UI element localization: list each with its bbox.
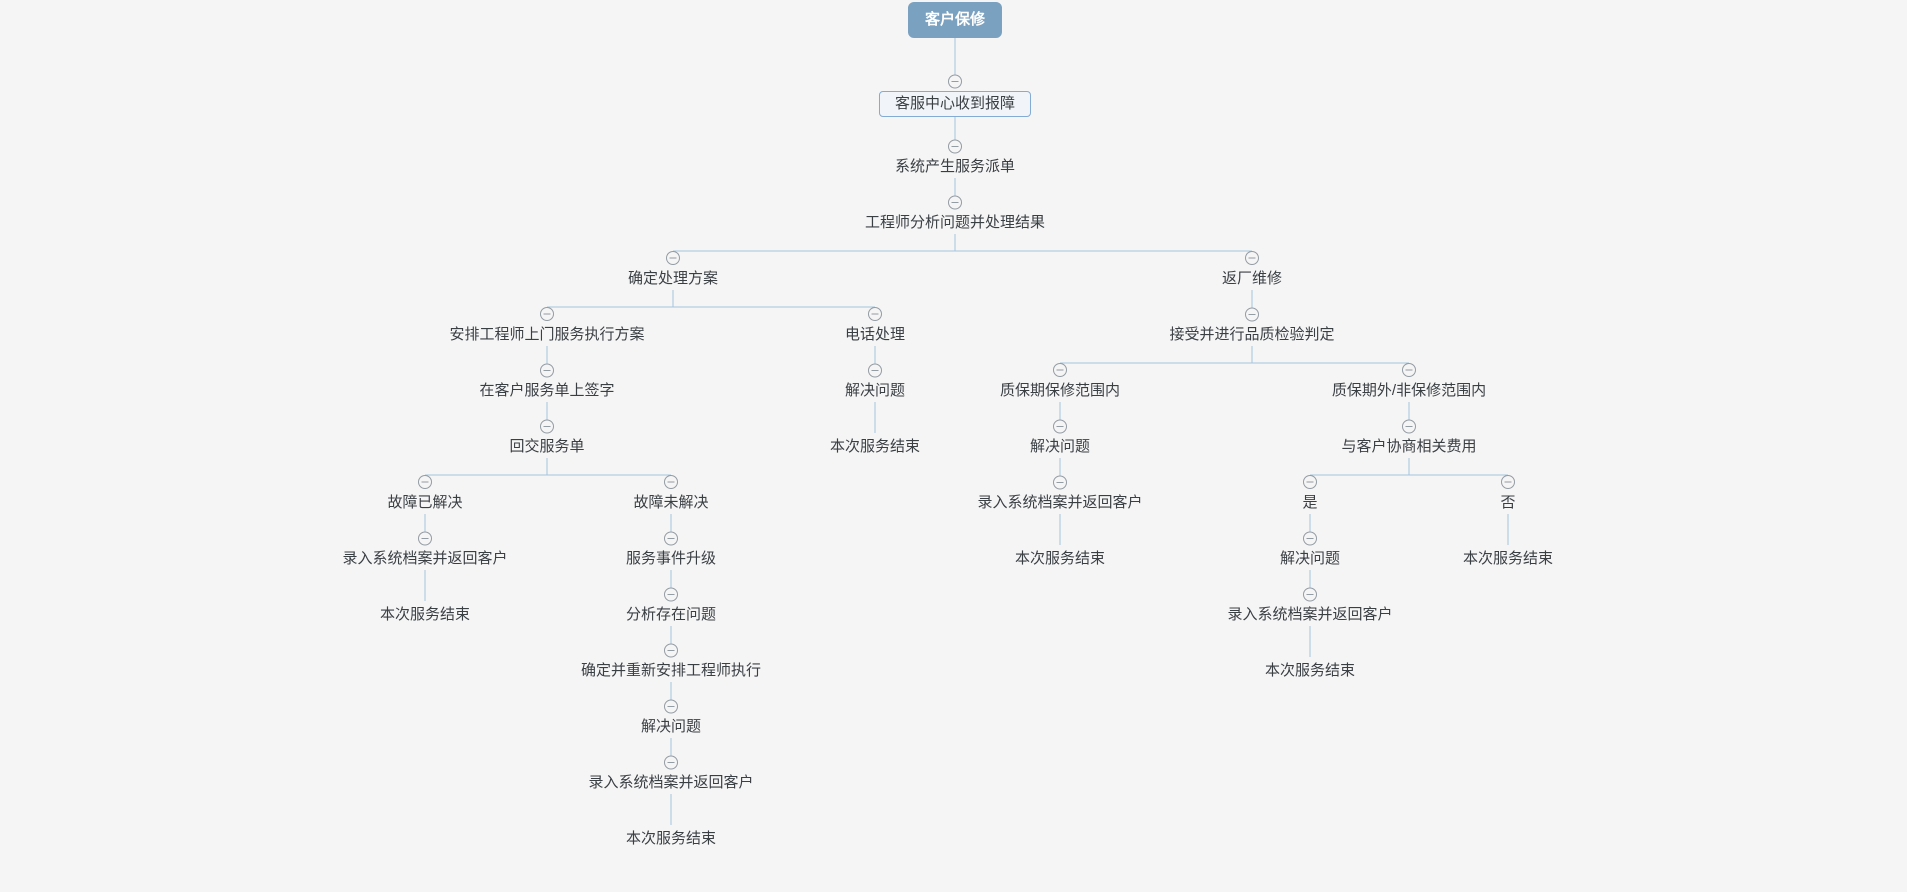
- node-answer-no[interactable]: 否: [1500, 494, 1516, 511]
- node-resolve-issue-1[interactable]: 解决问题: [844, 382, 906, 399]
- node-sign-service-form[interactable]: 在客户服务单上签字: [479, 382, 615, 399]
- collapse-icon[interactable]: [540, 363, 554, 378]
- collapse-icon[interactable]: [540, 419, 554, 434]
- node-determine-solution[interactable]: 确定处理方案: [627, 270, 719, 287]
- collapse-icon[interactable]: [418, 531, 432, 546]
- collapse-icon[interactable]: [1053, 419, 1067, 434]
- node-onsite-engineer-service[interactable]: 安排工程师上门服务执行方案: [449, 326, 645, 343]
- node-system-generates-dispatch-order[interactable]: 系统产生服务派单: [894, 158, 1016, 175]
- node-archive-and-return-3[interactable]: 录入系统档案并返回客户: [977, 494, 1143, 511]
- collapse-icon[interactable]: [418, 475, 432, 489]
- node-service-end-3[interactable]: 本次服务结束: [829, 438, 921, 455]
- collapse-icon[interactable]: [664, 475, 678, 489]
- node-analyze-existing-issues[interactable]: 分析存在问题: [625, 606, 717, 623]
- node-service-escalation[interactable]: 服务事件升级: [625, 550, 717, 567]
- node-service-end-2[interactable]: 本次服务结束: [625, 830, 717, 847]
- collapse-icon[interactable]: [1245, 251, 1259, 265]
- collapse-icon[interactable]: [1303, 587, 1317, 602]
- node-return-service-form[interactable]: 回交服务单: [509, 438, 585, 455]
- node-service-end-1[interactable]: 本次服务结束: [379, 606, 471, 623]
- node-archive-and-return-2[interactable]: 录入系统档案并返回客户: [588, 774, 754, 791]
- collapse-icon[interactable]: [868, 307, 882, 321]
- collapse-icon[interactable]: [664, 531, 678, 546]
- collapse-icon[interactable]: [1402, 363, 1416, 377]
- node-in-warranty[interactable]: 质保期保修范围内: [999, 382, 1121, 399]
- node-resolve-issue-2[interactable]: 解决问题: [640, 718, 702, 735]
- collapse-icon[interactable]: [948, 74, 962, 89]
- node-factory-repair[interactable]: 返厂维修: [1221, 270, 1283, 287]
- collapse-icon[interactable]: [1501, 475, 1515, 489]
- node-engineer-analyzes-issue[interactable]: 工程师分析问题并处理结果: [864, 214, 1046, 231]
- collapse-icon[interactable]: [664, 699, 678, 714]
- collapse-icon[interactable]: [666, 251, 680, 265]
- collapse-icon[interactable]: [948, 139, 962, 154]
- node-service-end-6[interactable]: 本次服务结束: [1462, 550, 1554, 567]
- node-resolve-issue-4[interactable]: 解决问题: [1279, 550, 1341, 567]
- node-negotiate-fees[interactable]: 与客户协商相关费用: [1341, 438, 1477, 455]
- node-service-end-5[interactable]: 本次服务结束: [1264, 662, 1356, 679]
- collapse-icon[interactable]: [1245, 307, 1259, 322]
- node-fault-unresolved[interactable]: 故障未解决: [633, 494, 709, 511]
- node-answer-yes[interactable]: 是: [1302, 494, 1318, 511]
- collapse-icon[interactable]: [664, 643, 678, 658]
- collapse-icon[interactable]: [1053, 475, 1067, 490]
- node-archive-and-return-4[interactable]: 录入系统档案并返回客户: [1227, 606, 1393, 623]
- collapse-icon[interactable]: [1303, 531, 1317, 546]
- node-customer-warranty[interactable]: 客户保修: [907, 2, 1003, 38]
- collapse-icon[interactable]: [1303, 475, 1317, 489]
- collapse-icon[interactable]: [540, 307, 554, 321]
- node-phone-handling[interactable]: 电话处理: [844, 326, 906, 343]
- node-service-end-4[interactable]: 本次服务结束: [1014, 550, 1106, 567]
- collapse-icon[interactable]: [948, 195, 962, 210]
- node-archive-and-return-1[interactable]: 录入系统档案并返回客户: [342, 550, 508, 567]
- node-resolve-issue-3[interactable]: 解决问题: [1029, 438, 1091, 455]
- node-reassign-engineer[interactable]: 确定并重新安排工程师执行: [580, 662, 762, 679]
- node-fault-resolved[interactable]: 故障已解决: [387, 494, 463, 511]
- collapse-icon[interactable]: [1402, 419, 1416, 434]
- collapse-icon[interactable]: [664, 587, 678, 602]
- collapse-icon[interactable]: [1053, 363, 1067, 377]
- node-service-center-receives-report[interactable]: 客服中心收到报障: [878, 91, 1032, 117]
- collapse-icon[interactable]: [868, 363, 882, 378]
- node-quality-inspection[interactable]: 接受并进行品质检验判定: [1169, 326, 1335, 343]
- node-out-of-warranty[interactable]: 质保期外/非保修范围内: [1331, 382, 1487, 399]
- collapse-icon[interactable]: [664, 755, 678, 770]
